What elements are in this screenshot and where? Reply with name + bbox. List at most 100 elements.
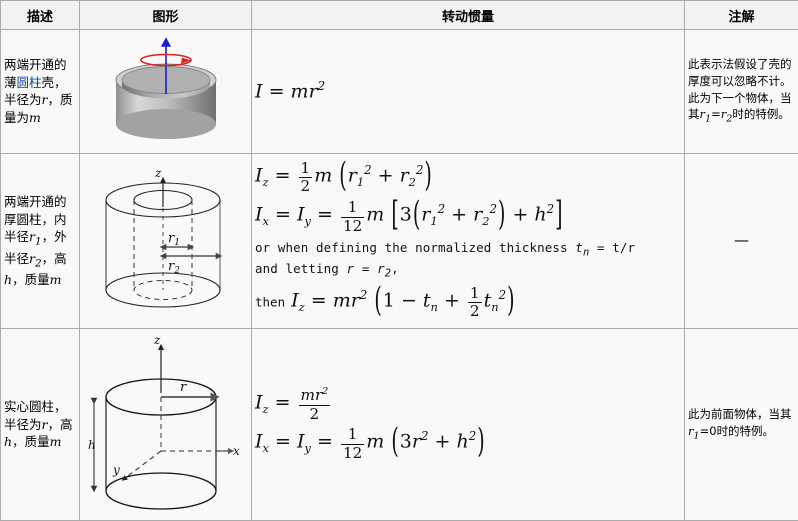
desc-text-part: ， bbox=[41, 250, 55, 266]
symbol-r: r bbox=[421, 203, 431, 226]
symbol-plus: + bbox=[434, 430, 451, 453]
symbol-r: r bbox=[314, 386, 323, 405]
symbol-plus: + bbox=[512, 203, 529, 226]
axis-label-y: y bbox=[112, 463, 120, 477]
subscript-x: x bbox=[262, 441, 269, 456]
formula-iz-thick-cylinder: Iz = 1 2 m (r12 + r22) bbox=[255, 156, 681, 195]
symbol-t: t bbox=[575, 240, 583, 256]
symbol-I: I bbox=[255, 391, 263, 414]
numerator: 1 bbox=[347, 198, 358, 217]
desc-var-m: m bbox=[49, 271, 62, 287]
header-moment-of-inertia: 转动惯量 bbox=[251, 0, 685, 30]
paren-open: ( bbox=[374, 280, 382, 320]
symbol-I: I bbox=[296, 430, 305, 453]
desc-text-part: ，质量 bbox=[12, 271, 50, 287]
note-text-4: = bbox=[361, 261, 370, 277]
symbol-I: I bbox=[255, 203, 263, 226]
note-text-1: or when defining the normalized thicknes… bbox=[255, 240, 568, 256]
note-cell-thick-cylinder: — bbox=[684, 152, 798, 329]
denominator: 2 bbox=[467, 302, 482, 321]
numerator: 1 bbox=[469, 284, 480, 303]
axis-label-r1: r1 bbox=[168, 231, 180, 248]
symbol-I: I bbox=[255, 164, 263, 187]
desc-text-part: 两端开通 bbox=[4, 193, 55, 209]
desc-sub-2: 2 bbox=[35, 257, 42, 270]
fraction-one-half: 1 2 bbox=[298, 159, 313, 195]
note-cell-solid-cylinder: 此为前面物体，当其r1=0时的特例。 bbox=[684, 327, 798, 521]
note-em-dash: — bbox=[734, 230, 749, 249]
subscript-z: z bbox=[262, 175, 269, 190]
symbol-I: I bbox=[291, 289, 299, 312]
note-equals-zero: =0 bbox=[699, 423, 717, 438]
description-cell-thick-cylinder: 两端开通的厚圆柱，内半径r1，外半径r2，高h，质量m bbox=[0, 152, 80, 329]
symbol-I: I bbox=[296, 203, 305, 226]
note-sub-1: 1 bbox=[693, 429, 700, 441]
desc-text-part: ，质量 bbox=[4, 92, 73, 126]
symbol-minus: − bbox=[400, 289, 417, 312]
desc-var-r: r bbox=[41, 92, 48, 108]
formula-i-equals-mr2: I = mr2 bbox=[255, 78, 681, 103]
figure-cell-thin-shell bbox=[79, 29, 252, 154]
table-header-row: 描述 图形 转动惯量 注解 bbox=[0, 0, 798, 30]
symbol-tn: tn bbox=[575, 240, 589, 259]
exponent-2: 2 bbox=[364, 163, 372, 178]
paren-close: ) bbox=[497, 194, 506, 234]
symbol-equals: = bbox=[310, 289, 327, 312]
desc-text-part: 柱，半径 bbox=[4, 398, 67, 432]
symbol-m: m bbox=[366, 203, 385, 226]
axis-label-r2: r2 bbox=[168, 259, 180, 276]
note-text-2: = t/r bbox=[596, 240, 636, 256]
desc-var-r1: r bbox=[29, 229, 36, 245]
bracket-open: [ bbox=[391, 194, 399, 234]
table-row: 实心圆柱，半径为r，高h，质量m bbox=[0, 327, 798, 521]
symbol-equals: = bbox=[268, 80, 285, 103]
rotation-direction-arrow bbox=[180, 57, 191, 64]
symbol-equals: = bbox=[274, 164, 291, 187]
formula-iz-normalized: then Iz = mr2 (1 − tn + 1 2 tn2) bbox=[255, 281, 681, 321]
exponent-2: 2 bbox=[498, 288, 507, 303]
symbol-m: m bbox=[366, 430, 385, 453]
formula-ix-iy-thick-cylinder: Ix = Iy = 1 12 m [3(r12 + r22) + h2] bbox=[255, 195, 681, 234]
symbol-h: h bbox=[456, 430, 469, 453]
solid-cylinder-diagram: z x y r h bbox=[88, 333, 240, 511]
cylinder-link[interactable]: 圆柱 bbox=[16, 74, 42, 90]
desc-text-part: 半径 bbox=[4, 250, 30, 266]
desc-text-part: 壳，半径 bbox=[4, 74, 67, 108]
paren-close: ) bbox=[424, 155, 432, 195]
axis-label-x: x bbox=[233, 444, 240, 458]
subscript-y: y bbox=[304, 441, 311, 456]
symbol-r: r bbox=[308, 80, 318, 103]
exponent-2: 2 bbox=[546, 202, 555, 217]
note-var-r1: r bbox=[699, 107, 706, 122]
coefficient-3: 3 bbox=[399, 430, 412, 453]
numerator: 1 bbox=[300, 159, 311, 178]
note-sub-2: 2 bbox=[726, 113, 733, 125]
exponent-2: 2 bbox=[317, 78, 326, 93]
exponent-2: 2 bbox=[420, 429, 429, 444]
subscript-y: y bbox=[304, 214, 311, 229]
fraction-one-twelfth: 1 12 bbox=[340, 198, 365, 234]
fraction-one-twelfth: 1 12 bbox=[340, 427, 365, 461]
header-figure: 图形 bbox=[79, 0, 252, 30]
note-text-end: 时的特例。 bbox=[732, 107, 790, 122]
symbol-m: m bbox=[314, 164, 333, 187]
symbol-m: m bbox=[300, 386, 315, 405]
subscript-1: 1 bbox=[430, 214, 438, 229]
constant-1: 1 bbox=[382, 289, 395, 312]
note-sub-1: 1 bbox=[705, 113, 712, 125]
formula-cell-thin-shell: I = mr2 bbox=[251, 29, 685, 154]
desc-text-part: 为 bbox=[16, 110, 30, 126]
formula-cell-thick-cylinder: Iz = 1 2 m (r12 + r22) Ix = Iy = bbox=[251, 152, 685, 329]
desc-var-h: h bbox=[4, 271, 13, 287]
figure-cell-thick-cylinder: z r1 r2 bbox=[79, 152, 252, 329]
fraction-one-half: 1 2 bbox=[467, 284, 482, 321]
table-row: 两端开通的厚圆柱，内半径r1，外半径r2，高h，质量m bbox=[0, 152, 798, 329]
axis-label-z: z bbox=[154, 166, 162, 180]
symbol-r: r bbox=[377, 261, 385, 277]
symbol-r2: r2 bbox=[377, 261, 391, 280]
symbol-equals: = bbox=[316, 203, 333, 226]
desc-text-part: ，外 bbox=[41, 229, 67, 245]
desc-text-part: 为 bbox=[29, 416, 42, 432]
note-cell-thin-shell: 此表示法假设了壳的厚度可以忽略不计。此为下一个物体，当其r1=r2时的特例。 bbox=[684, 29, 798, 154]
subscript-n: n bbox=[491, 300, 499, 315]
